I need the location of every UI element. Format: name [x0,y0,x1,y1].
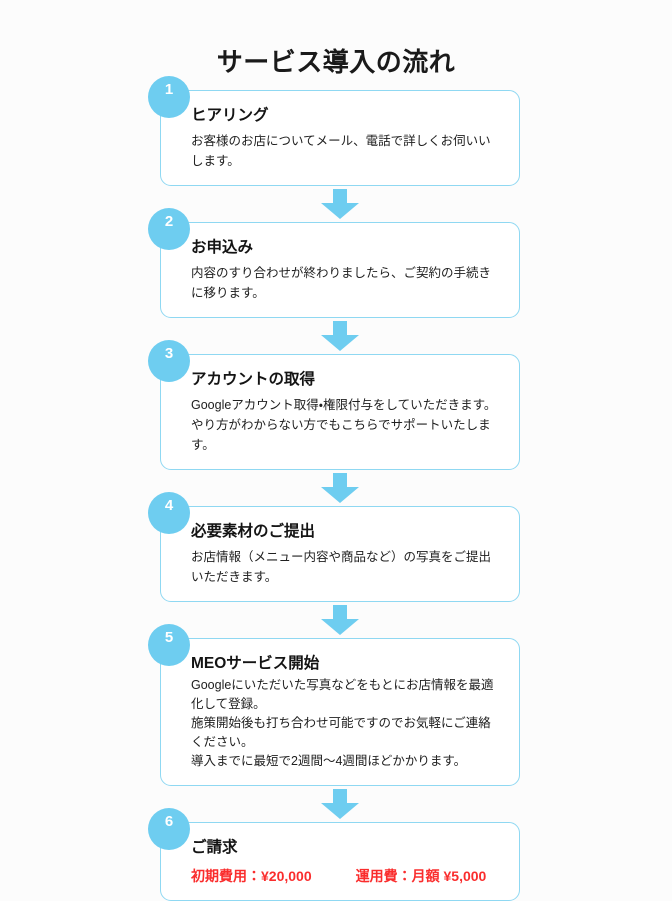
arrow-connector-2 [160,318,520,354]
step-box: 必要素材のご提出 お店情報（メニュー内容や商品など）の写真をご提出いただきます。 [160,506,520,602]
step-title: アカウントの取得 [191,371,316,388]
page-title: サービス導入の流れ [216,47,456,77]
step-description-line: お客様のお店についてメール、電話で詳しくお伺いいします。 [191,134,491,168]
step-5: 5 MEOサービス開始 Googleにいただいた写真などをもとにお店情報を最適化… [148,624,520,786]
step-box: アカウントの取得 Googleアカウント取得・権限付与をしていただきます。 やり… [160,354,520,470]
step-title: 必要素材のご提出 [191,523,316,540]
pricing-row: 初期費用：¥20,000 運用費：月額 ¥5,000 [191,866,503,886]
step-2: 2 お申込み 内容のすり合わせが終わりましたら、ご契約の手続きに移ります。 [148,208,520,318]
step-number-badge: 4 [148,492,190,534]
initial-fee-value: 初期費用：¥20,000 [191,868,312,884]
step-title: ヒアリング [191,107,269,124]
down-arrow-icon [321,605,359,635]
step-description-line: お店情報（メニュー内容や商品など）の写真をご提出いただきます。 [191,550,492,584]
step-number-badge: 6 [148,808,190,850]
step-box: MEOサービス開始 Googleにいただいた写真などをもとにお店情報を最適化して… [160,638,520,786]
step-title: MEOサービス開始 [191,655,320,672]
flow-diagram-page: サービス導入の流れ 1 ヒアリング お客様のお店についてメール、電話で詳しくお伺… [148,47,520,901]
step-box: ヒアリング お客様のお店についてメール、電話で詳しくお伺いいします。 [160,90,520,186]
step-title: ご請求 [191,839,238,856]
step-description-line: Googleにいただいた写真などをもとにお店情報を最適化して登録。 [191,678,494,711]
monthly-fee-value: 運用費：月額 ¥5,000 [355,868,487,884]
down-arrow-icon [321,189,359,219]
arrow-connector-3 [160,470,520,506]
down-arrow-icon [321,321,359,351]
step-1: 1 ヒアリング お客様のお店についてメール、電話で詳しくお伺いいします。 [148,76,520,186]
down-arrow-icon [321,473,359,503]
arrow-connector-4 [160,602,520,638]
step-box: ご請求 初期費用：¥20,000 運用費：月額 ¥5,000 [160,822,520,901]
step-4: 4 必要素材のご提出 お店情報（メニュー内容や商品など）の写真をご提出いただきま… [148,492,520,602]
step-box: お申込み 内容のすり合わせが終わりましたら、ご契約の手続きに移ります。 [160,222,520,318]
step-number-badge: 5 [148,624,190,666]
step-description-line: やり方がわからない方でもこちらでサポートいたします。 [191,418,491,452]
step-description-line: 内容のすり合わせが終わりましたら、ご契約の手続きに移ります。 [191,266,492,300]
step-description-line: 施策開始後も打ち合わせ可能ですのでお気軽にご連絡ください。 [191,716,491,749]
down-arrow-icon [321,789,359,819]
arrow-connector-5 [160,786,520,822]
step-number-badge: 1 [148,76,190,118]
step-6: 6 ご請求 初期費用：¥20,000 運用費：月額 ¥5,000 [148,808,520,901]
step-description-line: 導入までに最短で2週間〜4週間ほどかかります。 [191,754,467,768]
step-description-line: Googleアカウント取得・権限付与をしていただきます。 [191,398,497,412]
step-number-badge: 3 [148,340,190,382]
step-title: お申込み [191,239,254,256]
step-number-badge: 2 [148,208,190,250]
steps-flow-list: 1 ヒアリング お客様のお店についてメール、電話で詳しくお伺いいします。 2 お… [148,76,520,901]
arrow-connector-1 [160,186,520,222]
step-3: 3 アカウントの取得 Googleアカウント取得・権限付与をしていただきます。 … [148,340,520,470]
